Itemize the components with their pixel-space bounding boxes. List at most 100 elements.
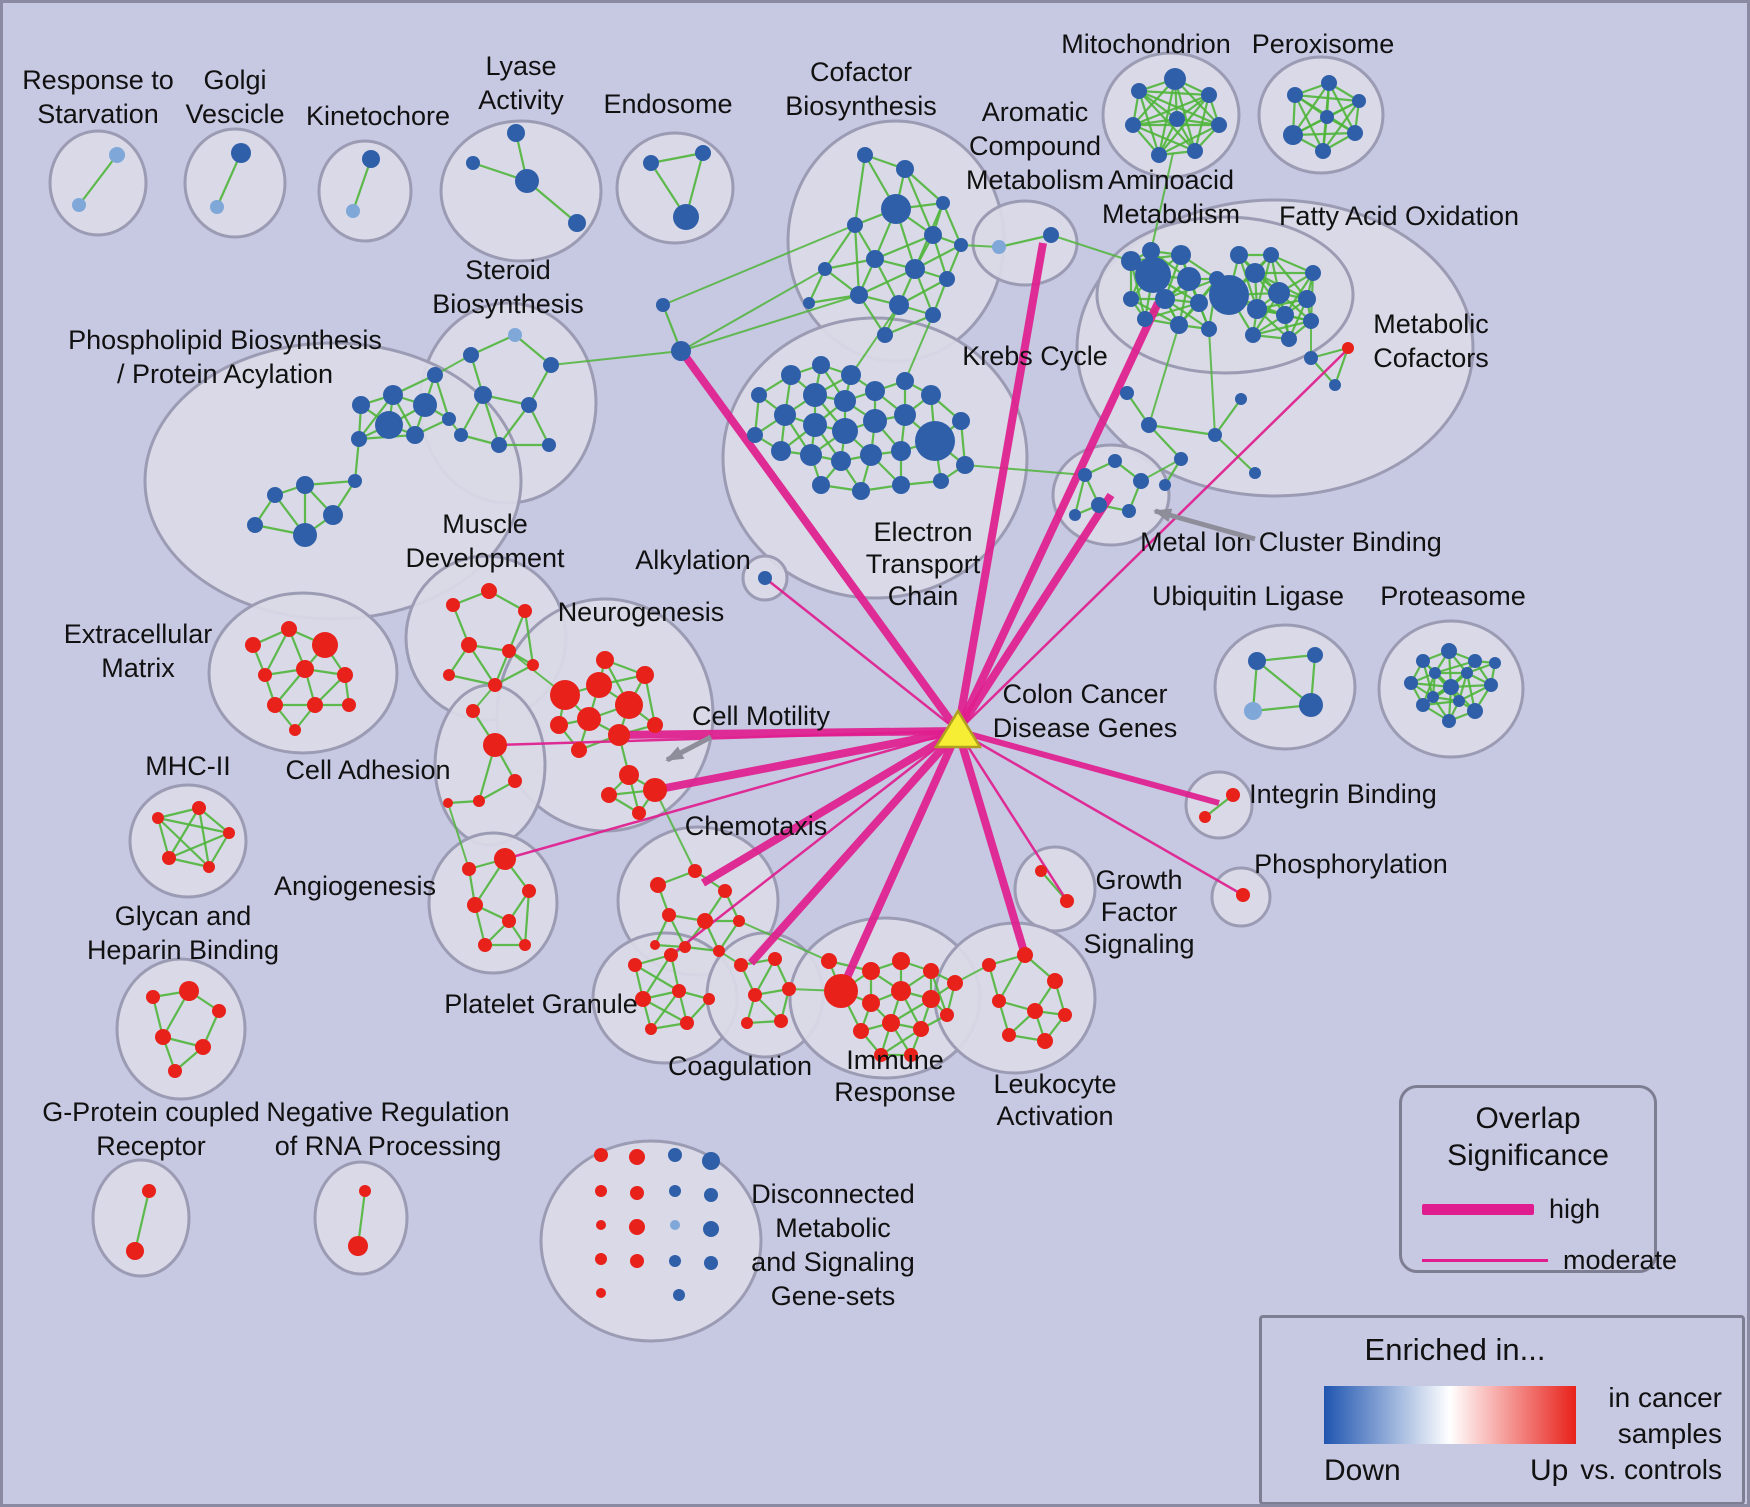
proteasome-node[interactable] [1416,654,1430,668]
immune-response-node[interactable] [891,981,911,1001]
immune-response-node[interactable] [923,963,939,979]
platelet-granule-node[interactable] [645,1023,657,1035]
metal-ion-cluster-binding-node[interactable] [1133,473,1149,489]
lyase-activity-node[interactable] [507,124,525,142]
chemotaxis-node[interactable] [679,941,691,953]
krebs-cycle-node[interactable] [751,387,767,403]
phospholipid-biosynthesis-node[interactable] [427,367,443,383]
metabolic-cofactors-node[interactable] [1342,342,1354,354]
metabolic-scatter-node[interactable] [1208,428,1222,442]
leukocyte-activation-node[interactable] [1002,1028,1016,1042]
cofactor-biosynthesis-node[interactable] [881,194,911,224]
peroxisome-node[interactable] [1283,125,1303,145]
fatty-acid-oxidation-node[interactable] [1268,282,1290,304]
fatty-acid-oxidation-node[interactable] [1230,246,1248,264]
krebs-cycle-node[interactable] [865,381,885,401]
extracellular-matrix-node[interactable] [289,724,301,736]
endosome-node[interactable] [643,155,659,171]
lyase-activity-node[interactable] [515,169,539,193]
neurogenesis-node[interactable] [571,742,587,758]
cofactor-biosynthesis-node[interactable] [936,196,950,210]
metal-ion-cluster-binding-node[interactable] [1108,454,1122,468]
aminoacid-metabolism-node[interactable] [1135,257,1171,293]
cell-adhesion-node[interactable] [466,704,480,718]
peroxisome-node[interactable] [1347,125,1363,141]
krebs-cycle-node[interactable] [894,404,916,426]
krebs-cycle-node[interactable] [747,427,763,443]
angiogenesis-node[interactable] [478,938,492,952]
cell-adhesion-node[interactable] [473,795,485,807]
angiogenesis-node[interactable] [462,862,476,876]
lyase-activity-node[interactable] [466,156,480,170]
fatty-acid-oxidation-node[interactable] [1281,331,1297,347]
metabolic-scatter-node[interactable] [1174,452,1188,466]
disconnected-gene-sets-node[interactable] [673,1289,685,1301]
glycan-heparin-binding-node[interactable] [179,981,199,1001]
extracellular-matrix-node[interactable] [296,660,314,678]
angiogenesis-node[interactable] [494,848,516,870]
neurogenesis-node[interactable] [601,787,617,803]
ubiquitin-ligase-node[interactable] [1307,647,1323,663]
glycan-heparin-binding-node[interactable] [212,1004,226,1018]
junction-node[interactable] [656,298,670,312]
mitochondrion-node[interactable] [1151,147,1167,163]
response-to-starvation-node[interactable] [109,147,125,163]
proteasome-node[interactable] [1453,695,1465,707]
metal-ion-cluster-binding-node[interactable] [1078,468,1092,482]
mhc-ii-node[interactable] [223,827,235,839]
proteasome-node[interactable] [1461,667,1473,679]
phospholipid-biosynthesis-node[interactable] [293,523,317,547]
cofactor-biosynthesis-node[interactable] [850,286,868,304]
proteasome-node[interactable] [1467,703,1483,719]
disconnected-gene-sets-node[interactable] [669,1255,681,1267]
disconnected-gene-sets-node[interactable] [596,1220,606,1230]
krebs-cycle-node[interactable] [896,372,914,390]
disconnected-gene-sets-node[interactable] [669,1185,681,1197]
krebs-cycle-node[interactable] [803,383,827,407]
response-to-starvation-node[interactable] [72,198,86,212]
neurogenesis-node[interactable] [596,651,614,669]
leukocyte-activation-node[interactable] [982,958,996,972]
metal-ion-cluster-binding-node[interactable] [1091,497,1107,513]
neurogenesis-node[interactable] [632,806,646,820]
aminoacid-metabolism-node[interactable] [1142,242,1160,260]
steroid-biosynthesis-node[interactable] [521,397,537,413]
mitochondrion-node[interactable] [1164,68,1186,90]
muscle-development-node[interactable] [502,644,516,658]
disconnected-gene-sets-node[interactable] [596,1288,606,1298]
metabolic-scatter-node[interactable] [1120,386,1134,400]
mhc-ii-node[interactable] [152,812,164,824]
extracellular-matrix-node[interactable] [267,697,283,713]
angiogenesis-node[interactable] [467,897,483,913]
coagulation-node[interactable] [734,958,748,972]
platelet-granule-node[interactable] [703,993,715,1005]
disconnected-gene-sets-node[interactable] [702,1152,720,1170]
cofactor-biosynthesis-node[interactable] [896,160,914,178]
steroid-biosynthesis-node[interactable] [454,428,468,442]
disconnected-gene-sets-node[interactable] [595,1253,607,1265]
krebs-cycle-node[interactable] [774,404,796,426]
proteasome-node[interactable] [1429,667,1441,679]
neurogenesis-node[interactable] [550,680,580,710]
cofactor-biosynthesis-node[interactable] [939,271,955,287]
krebs-cycle-node[interactable] [921,385,941,405]
krebs-cycle-node[interactable] [812,356,830,374]
steroid-biosynthesis-node[interactable] [542,438,556,452]
angiogenesis-node[interactable] [522,884,536,898]
chemotaxis-node[interactable] [697,913,713,929]
muscle-development-node[interactable] [443,669,455,681]
proteasome-node[interactable] [1441,643,1457,659]
neurogenesis-node[interactable] [550,716,568,734]
metabolic-scatter-node[interactable] [1235,393,1247,405]
immune-response-node[interactable] [913,1021,929,1037]
mitochondrion-node[interactable] [1125,117,1141,133]
proteasome-node[interactable] [1484,678,1498,692]
cofactor-biosynthesis-node[interactable] [924,226,942,244]
cofactor-biosynthesis-node[interactable] [803,297,815,309]
metal-ion-cluster-binding-node[interactable] [1069,509,1081,521]
coagulation-node[interactable] [774,1014,788,1028]
krebs-cycle-node[interactable] [892,476,910,494]
disconnected-gene-sets-node[interactable] [629,1219,645,1235]
immune-response-node[interactable] [947,975,963,991]
disconnected-gene-sets-node[interactable] [668,1148,682,1162]
